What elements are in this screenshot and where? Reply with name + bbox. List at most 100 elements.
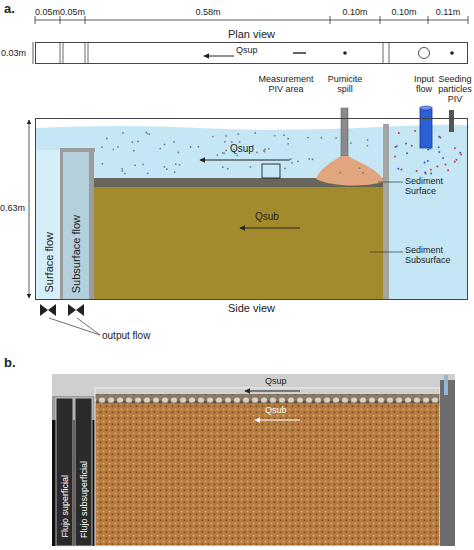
- column-label: Flujo subsuperficial: [79, 461, 89, 538]
- dimension-line: [33, 42, 34, 64]
- seeding-particle: [190, 146, 192, 148]
- flow-arrow: [240, 228, 300, 229]
- spill-pipe: [341, 108, 348, 156]
- seeding-particle: [236, 155, 238, 157]
- seeding-particle: [264, 151, 266, 153]
- photo-column: [56, 398, 73, 546]
- seeding-particle: [101, 146, 103, 148]
- seeding-particle: [430, 169, 432, 171]
- seeding-particle: [405, 142, 407, 144]
- panel-letter: b.: [4, 356, 28, 371]
- seeding-particle: [287, 143, 289, 145]
- input-pipe: [419, 48, 430, 59]
- seeding-particle: [406, 152, 408, 154]
- input-pipe: [420, 108, 432, 148]
- dimension-tick: [330, 16, 331, 24]
- seeding-particle: [423, 146, 425, 148]
- wall-line: [389, 42, 390, 64]
- callout-label: Input flow: [409, 74, 439, 94]
- seeding-particle: [133, 150, 135, 152]
- flow-arrow: [204, 56, 234, 57]
- seeding-particle: [254, 132, 256, 134]
- wall-line: [383, 42, 384, 64]
- callout-label: Pumicite spill: [322, 74, 368, 94]
- dimension-tick: [85, 16, 86, 24]
- seeding-particle: [122, 132, 124, 134]
- piv-marker: [293, 52, 306, 53]
- seeding-particle: [147, 172, 149, 174]
- flow-label: Qsub: [265, 405, 295, 415]
- water: [35, 125, 469, 300]
- seeding-particle: [438, 151, 440, 153]
- dimension-tick: [380, 16, 381, 24]
- flow-label: Qsup: [265, 376, 295, 386]
- seeding-particle: [284, 168, 286, 170]
- seeding-particle: [359, 167, 361, 169]
- seeding-particle: [339, 172, 341, 174]
- flow-column: Surface flow: [36, 150, 62, 299]
- dimension: 0.58m: [188, 7, 228, 17]
- dimension-tick: [468, 16, 469, 24]
- view-title: Plan view: [36, 28, 467, 40]
- photo-pipe: [444, 375, 448, 395]
- dimension: 0.10m: [340, 7, 370, 17]
- dimension-tick: [35, 16, 36, 24]
- subsurface-flow-column: [62, 150, 90, 300]
- wall-line: [88, 42, 89, 64]
- wall-line: [63, 42, 64, 64]
- dimension: 0.05m: [33, 7, 62, 17]
- seeding-particle: [423, 132, 425, 134]
- seeding-particle: [454, 161, 456, 163]
- output-arrow: [40, 304, 56, 316]
- dimension-line: [35, 20, 468, 21]
- photo-tank-frame: [95, 388, 440, 546]
- spill-point: [343, 51, 347, 55]
- leader-line: [77, 318, 100, 335]
- photo-flow-column: Flujo subsuperficial: [75, 424, 92, 544]
- seeding-particle: [307, 137, 309, 139]
- dimension: 0.11m: [433, 7, 463, 17]
- seeding-particle: [287, 138, 289, 140]
- seeding-particle: [225, 135, 227, 137]
- dimension: 0.63m: [0, 203, 27, 213]
- seeding-particle: [320, 137, 322, 139]
- partition-wall: [89, 148, 94, 300]
- seeding-particle: [430, 173, 432, 175]
- seeding-particle: [142, 164, 144, 166]
- seeding-particle: [362, 172, 364, 174]
- seeding-particle: [429, 148, 431, 150]
- seeding-particle: [454, 147, 456, 149]
- panel-letter: a.: [4, 2, 28, 17]
- callout-label: Seeding particles PIV: [436, 74, 474, 104]
- seeding-particle: [308, 158, 310, 160]
- seeding-particle: [163, 166, 165, 168]
- seeding-particle: [290, 158, 292, 160]
- dimension-tick: [428, 16, 429, 24]
- photo-background: [52, 374, 455, 546]
- column-label: Subsurface flow: [70, 215, 82, 293]
- wall-line: [60, 42, 61, 64]
- seeding-particle: [367, 139, 369, 141]
- leader-line: [49, 318, 100, 335]
- photo-wall: [52, 374, 455, 396]
- flow-arrow: [255, 420, 300, 421]
- seeding-particle: [174, 171, 176, 173]
- flow-column: Subsurface flow: [62, 150, 90, 299]
- seeding-particle: [256, 152, 258, 154]
- partition-wall: [383, 124, 389, 300]
- seeding-particle: [148, 133, 150, 135]
- dimension-tick: [60, 16, 61, 24]
- sediment-subsurface: [94, 186, 383, 300]
- callout-label: Sediment Subsurface: [405, 245, 469, 265]
- seeding-particle: [394, 155, 396, 157]
- column-label: Flujo superficial: [60, 475, 70, 538]
- seeding-particle: [274, 135, 276, 137]
- seeding-particle: [297, 160, 299, 162]
- seeding-particle: [237, 133, 239, 135]
- seeding-particle: [268, 148, 270, 150]
- seeding-particle: [249, 166, 251, 168]
- seeding-point: [450, 51, 454, 55]
- seeding-particle: [124, 173, 126, 175]
- seeding-particle: [424, 162, 426, 164]
- surface-flow-column: [36, 150, 62, 300]
